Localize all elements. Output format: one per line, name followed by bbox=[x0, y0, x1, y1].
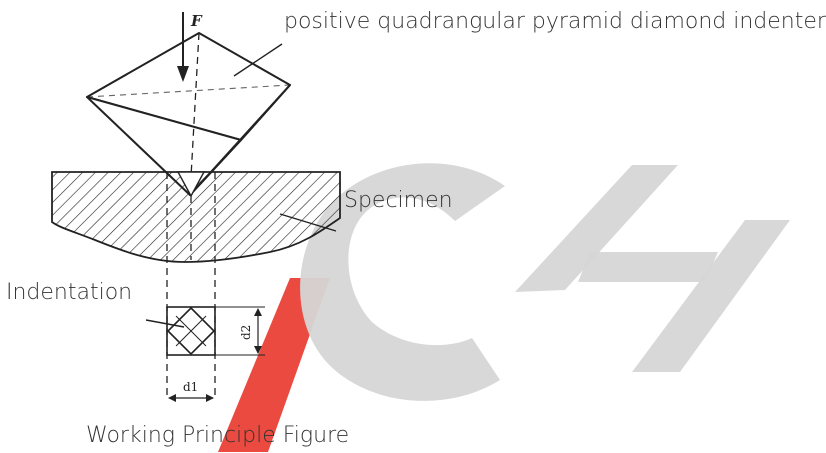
d2-label: d2 bbox=[239, 325, 253, 340]
watermark-letter-h-left bbox=[515, 165, 678, 292]
dimension-d1: d1 bbox=[168, 380, 214, 402]
watermark bbox=[218, 163, 790, 452]
pyramid-indenter bbox=[86, 32, 291, 196]
indentation-label: Indentation bbox=[6, 280, 133, 305]
watermark-letter-h-right bbox=[632, 220, 790, 372]
indenter-leader bbox=[233, 43, 283, 77]
indenter-label: positive quadrangular pyramid diamond in… bbox=[284, 9, 826, 34]
dimension-d2: d2 bbox=[215, 306, 265, 356]
force-arrow: F bbox=[177, 12, 203, 82]
specimen-leader bbox=[279, 213, 337, 232]
indentation-plan bbox=[166, 306, 216, 356]
indenter-right-face bbox=[189, 84, 291, 196]
leader-lines bbox=[145, 43, 337, 328]
specimen-label: Specimen bbox=[344, 188, 453, 213]
indenter-edge-back bbox=[189, 32, 200, 196]
indentation-diamond bbox=[166, 306, 216, 356]
projection-lines bbox=[166, 172, 216, 400]
watermark-letter-c bbox=[300, 163, 505, 401]
d1-label: d1 bbox=[183, 380, 198, 394]
watermark-slash bbox=[218, 278, 330, 452]
indentation-leader bbox=[145, 319, 185, 328]
figure-caption: Working Principle Figure bbox=[86, 423, 350, 448]
indenter-edge-hidden bbox=[86, 84, 291, 98]
force-label: F bbox=[190, 12, 203, 30]
watermark-letter-h-bar bbox=[578, 252, 718, 282]
indentation-notch bbox=[176, 171, 206, 198]
